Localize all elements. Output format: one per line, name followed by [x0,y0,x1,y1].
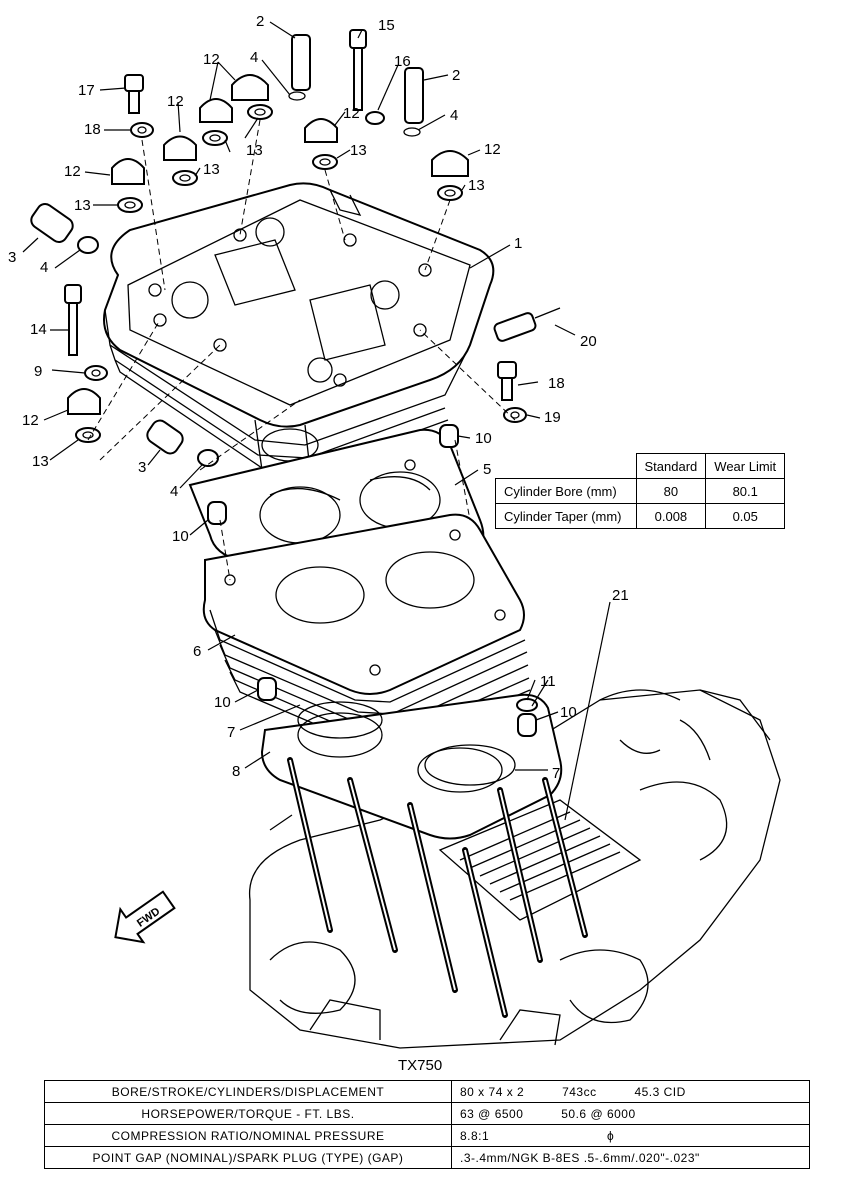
column-header: Wear Limit [705,453,786,479]
table-cell: 0.05 [705,503,786,529]
row-label: Cylinder Taper (mm) [495,503,637,529]
part-number: 12 [484,141,501,158]
spec-key: BORE/STROKE/CYLINDERS/DISPLACEMENT [44,1080,452,1103]
table-corner [496,454,637,479]
part-number: 12 [167,93,184,110]
cylinder-limits-table: Standard Wear Limit Cylinder Bore (mm) 8… [495,453,786,529]
part-number: 12 [64,163,81,180]
part-number: 13 [74,197,91,214]
part-number: 17 [78,82,95,99]
cylinder-block [202,513,531,747]
spark-plug [493,307,561,342]
part-number: 13 [468,177,485,194]
table-cell: 80 [635,478,707,504]
table-row: BORE/STROKE/CYLINDERS/DISPLACEMENT 80 x … [44,1080,810,1103]
spec-value-item: 45.3 CID [634,1084,686,1099]
o-ring [297,701,383,739]
spec-value-item: 743cc [562,1084,597,1099]
part-number: 20 [580,333,597,350]
exploded-diagram: FWD [8,13,781,1049]
table-row: Cylinder Bore (mm) 80 80.1 [495,478,786,504]
row-label: Cylinder Bore (mm) [495,478,637,504]
table-row: HORSEPOWER/TORQUE - FT. LBS. 63 @ 6500 5… [44,1102,810,1125]
part-number: 2 [256,13,264,30]
part-number: 13 [350,142,367,159]
spec-value: 63 @ 6500 50.6 @ 6000 [451,1102,810,1125]
spec-value: 8.8:1 ϕ [451,1124,810,1147]
oil-ring [516,698,538,712]
model-caption: TX750 [398,1057,443,1074]
spec-value-item: 63 @ 6500 [460,1106,524,1121]
table-row: COMPRESSION RATIO/NOMINAL PRESSURE 8.8:1… [44,1124,810,1147]
part-number: 12 [203,51,220,68]
table-row: Cylinder Taper (mm) 0.008 0.05 [495,503,786,529]
spec-key: HORSEPOWER/TORQUE - FT. LBS. [44,1102,452,1125]
part-number: 4 [40,259,48,276]
base-gasket [260,693,563,840]
part-number: 16 [394,53,411,70]
table-cell: 0.008 [635,503,707,529]
plug [30,203,184,455]
valve-guide [291,34,424,124]
spec-table: BORE/STROKE/CYLINDERS/DISPLACEMENT 80 x … [44,1080,810,1169]
head-bolt [64,29,517,401]
leader-lines [22,21,611,831]
part-number: 4 [250,49,258,66]
column-header: Standard [635,453,707,479]
part-number: 12 [343,105,360,122]
spec-value-item: 8.8:1 [460,1128,490,1143]
table-row: POINT GAP (NOMINAL)/SPARK PLUG (TYPE) (G… [44,1146,810,1169]
part-number: 18 [84,121,101,138]
cylinder-head [103,182,495,471]
dowel-pin [207,424,537,737]
table-header-row: Standard Wear Limit [496,453,786,479]
part-number: 1 [514,235,522,252]
o-ring [424,744,516,786]
part-number: 13 [203,161,220,178]
spec-key: COMPRESSION RATIO/NOMINAL PRESSURE [44,1124,452,1147]
table-cell: 80.1 [705,478,786,504]
cap-nut [67,74,469,415]
spec-value-item: .3-.4mm/NGK B-8ES .5-.6mm/.020"-.023" [460,1150,700,1165]
washer [75,91,527,467]
part-numbers: 2 2 15 16 4 4 12 17 12 12 18 13 13 12 12… [8,13,597,350]
part-number: 4 [450,107,458,124]
spec-key: POINT GAP (NOMINAL)/SPARK PLUG (TYPE) (G… [44,1146,452,1169]
part-number: 14 [30,321,47,338]
part-number: 2 [452,67,460,84]
spec-value: 80 x 74 x 2 743cc 45.3 CID [451,1080,810,1103]
crankcase [248,689,781,1049]
part-number: 13 [246,142,263,159]
spec-value-item: 80 x 74 x 2 [460,1084,525,1099]
spec-value-item: ϕ [607,1128,615,1143]
spec-value-item: 50.6 @ 6000 [561,1106,636,1121]
part-number: 15 [378,17,395,34]
spec-value: .3-.4mm/NGK B-8ES .5-.6mm/.020"-.023" [451,1146,810,1169]
forward-arrow-icon: FWD [114,890,176,944]
part-number: 3 [8,249,16,266]
